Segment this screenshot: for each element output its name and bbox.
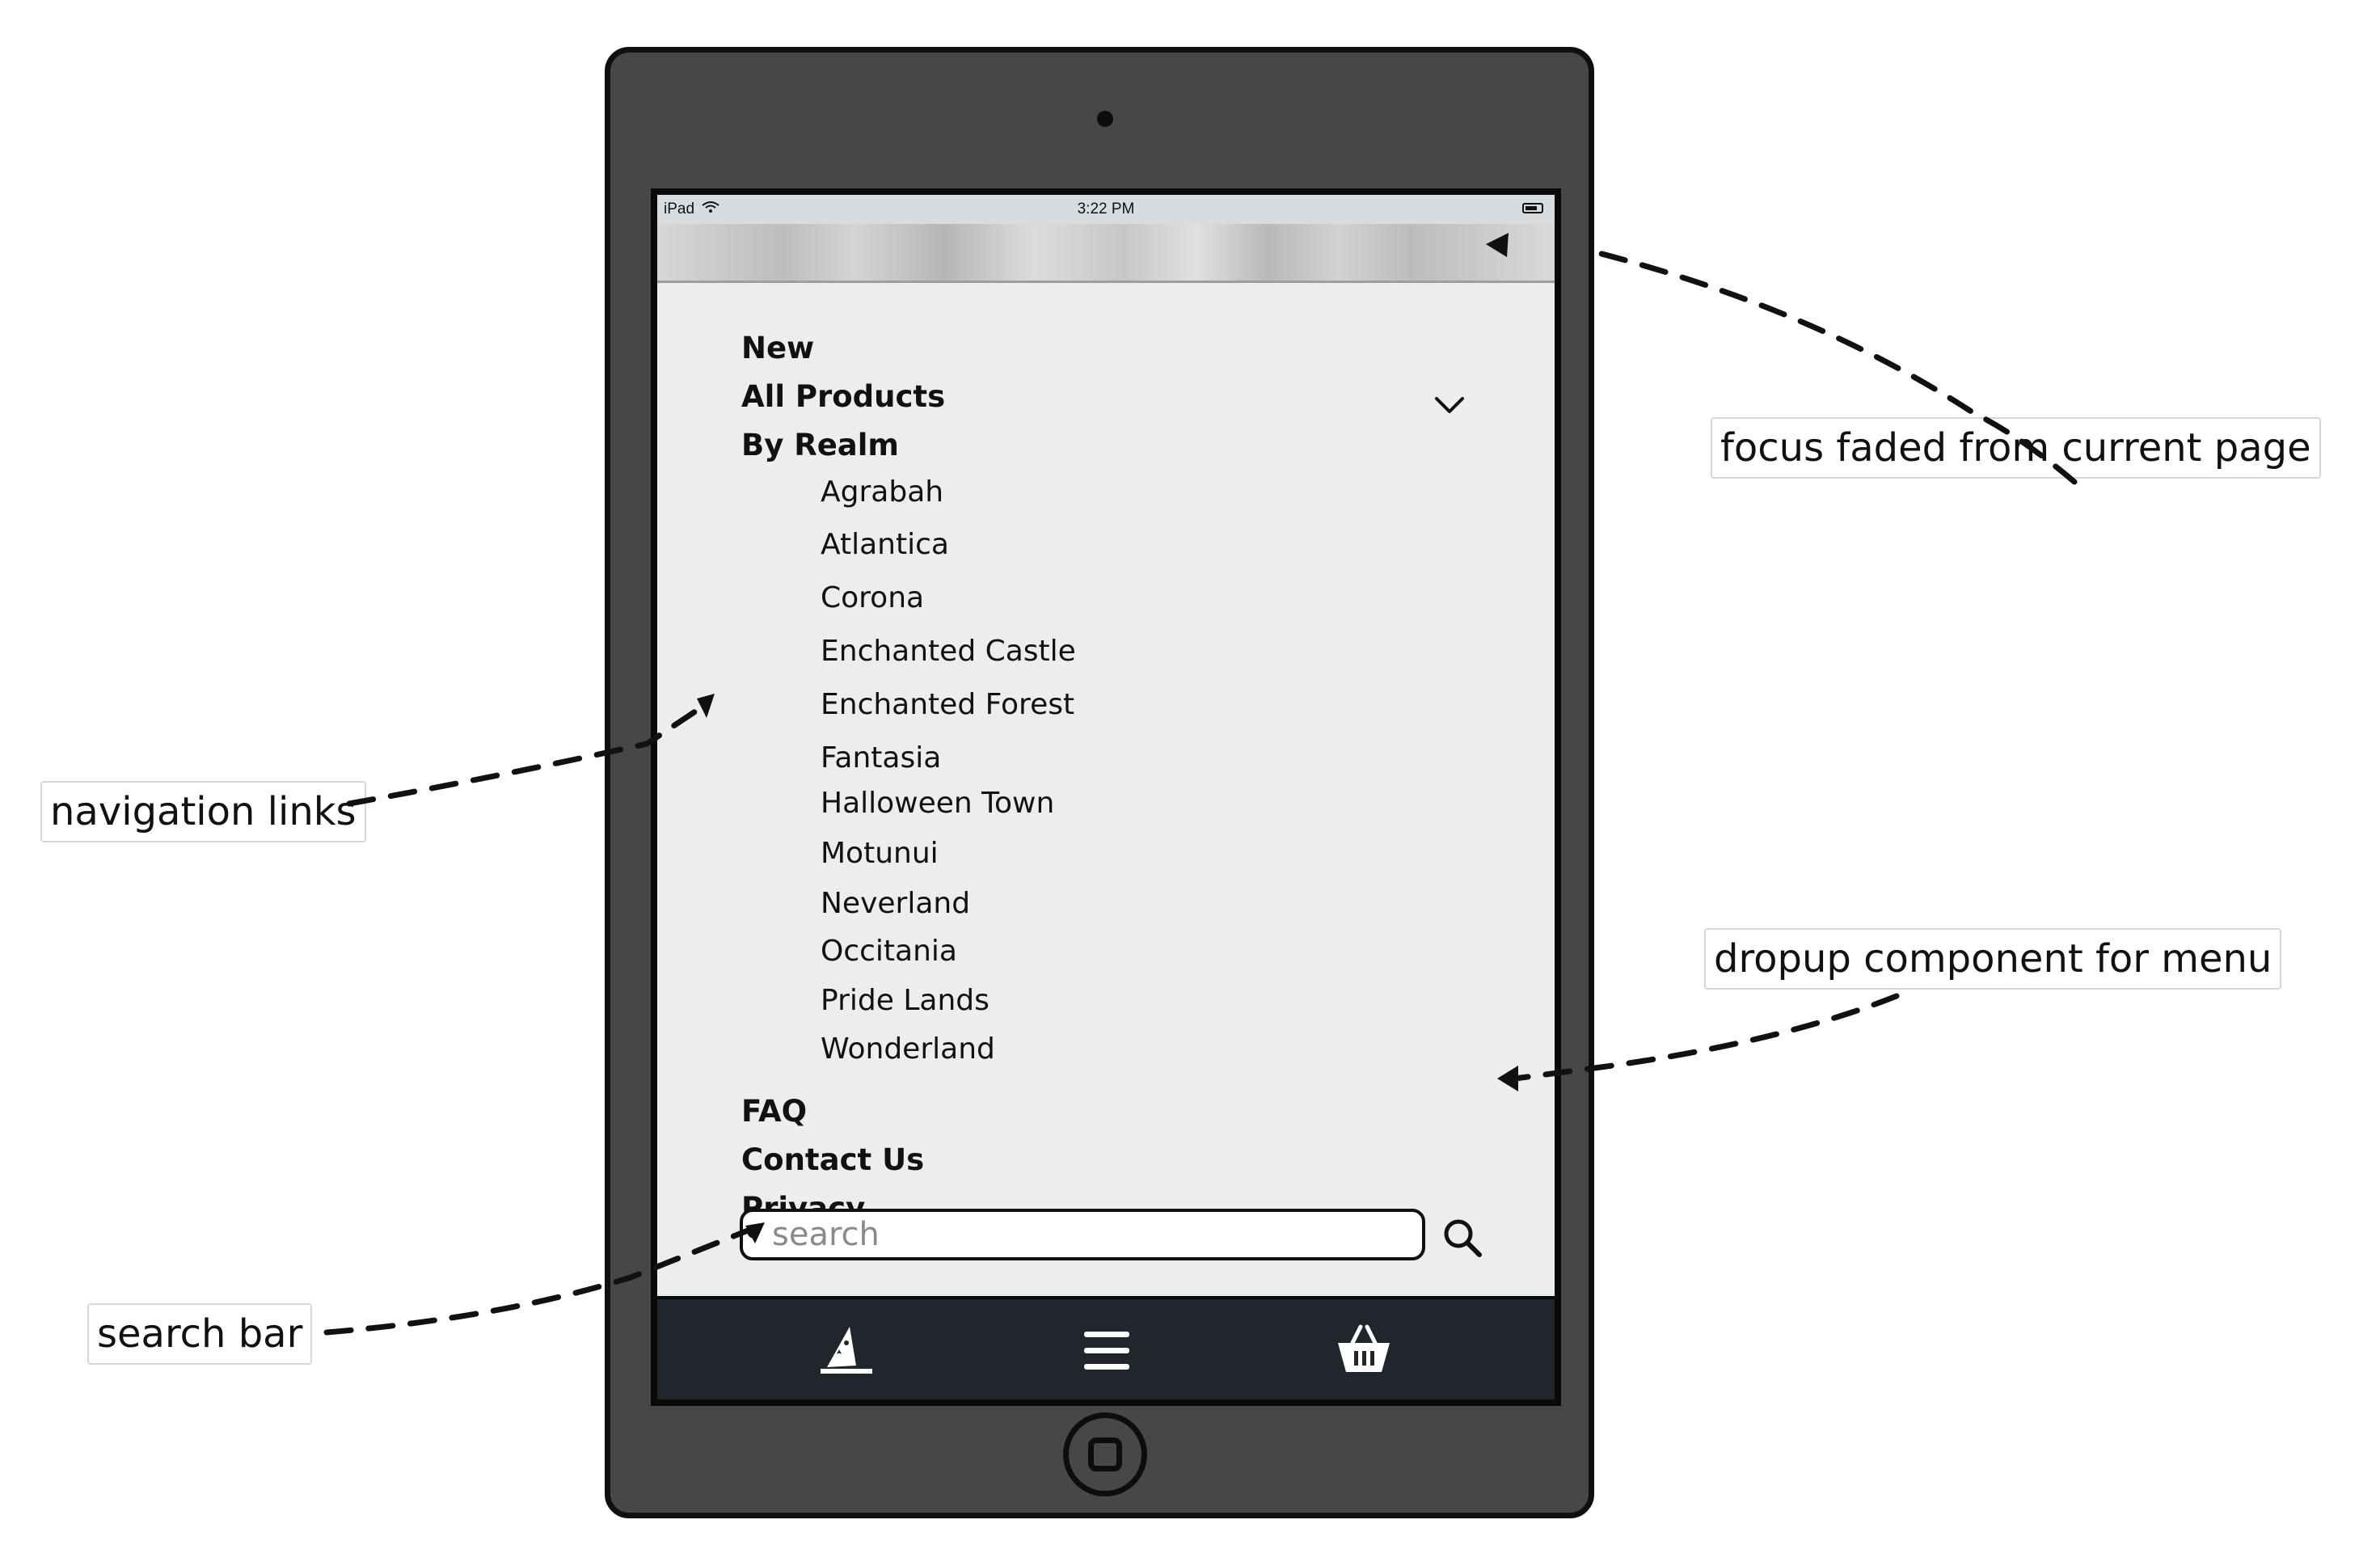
realm-link-neverland[interactable]: Neverland: [821, 887, 971, 920]
nav-link-new[interactable]: New: [741, 331, 815, 365]
status-bar: iPad 3:22 PM: [657, 195, 1555, 224]
realm-link-fantasia[interactable]: Fantasia: [821, 741, 942, 775]
realm-link-occitania[interactable]: Occitania: [821, 935, 957, 968]
tablet-device: iPad 3:22 PM New All Products By Realm A…: [605, 47, 1594, 1518]
wifi-icon: [702, 201, 719, 213]
search-field[interactable]: [740, 1209, 1425, 1260]
annotation-dropup-component: dropup component for menu: [1704, 928, 2282, 990]
search-field-icon: [747, 1226, 760, 1239]
realm-link-motunui[interactable]: Motunui: [821, 837, 939, 870]
status-time: 3:22 PM: [1077, 201, 1135, 217]
realm-link-pride-lands[interactable]: Pride Lands: [821, 984, 990, 1017]
annotation-search-bar: search bar: [87, 1303, 313, 1365]
dropup-menu: New All Products By Realm Agrabah Atlant…: [657, 195, 1555, 1399]
realm-link-wonderland[interactable]: Wonderland: [821, 1032, 995, 1066]
camera-dot: [1097, 111, 1113, 127]
battery-icon: [1522, 203, 1543, 213]
annotation-navigation-links: navigation links: [40, 781, 366, 842]
realm-link-halloween-town[interactable]: Halloween Town: [821, 787, 1055, 820]
tablet-screen: iPad 3:22 PM New All Products By Realm A…: [651, 188, 1561, 1406]
chevron-down-icon[interactable]: [1433, 395, 1466, 416]
shopping-basket-icon[interactable]: [1331, 1319, 1396, 1383]
realm-link-atlantica[interactable]: Atlantica: [821, 528, 949, 561]
bottom-tab-bar: [657, 1296, 1555, 1399]
faded-page-header[interactable]: [657, 224, 1555, 283]
annotation-focus-faded: focus faded from current page: [1711, 417, 2321, 479]
search-input[interactable]: [772, 1215, 1403, 1254]
nav-link-all-products[interactable]: All Products: [741, 379, 946, 414]
hamburger-menu-icon[interactable]: [1074, 1319, 1139, 1383]
nav-link-by-realm[interactable]: By Realm: [741, 428, 899, 462]
realm-link-corona[interactable]: Corona: [821, 581, 925, 614]
realm-link-enchanted-forest[interactable]: Enchanted Forest: [821, 688, 1075, 721]
search-icon[interactable]: [1441, 1217, 1483, 1259]
carrier-label: iPad: [664, 201, 695, 217]
home-button[interactable]: [1063, 1412, 1147, 1497]
nav-link-faq[interactable]: FAQ: [741, 1094, 808, 1129]
realm-link-enchanted-castle[interactable]: Enchanted Castle: [821, 635, 1076, 668]
realm-link-agrabah[interactable]: Agrabah: [821, 475, 944, 509]
nav-link-contact-us[interactable]: Contact Us: [741, 1142, 925, 1177]
wizard-hat-icon[interactable]: [814, 1319, 879, 1383]
